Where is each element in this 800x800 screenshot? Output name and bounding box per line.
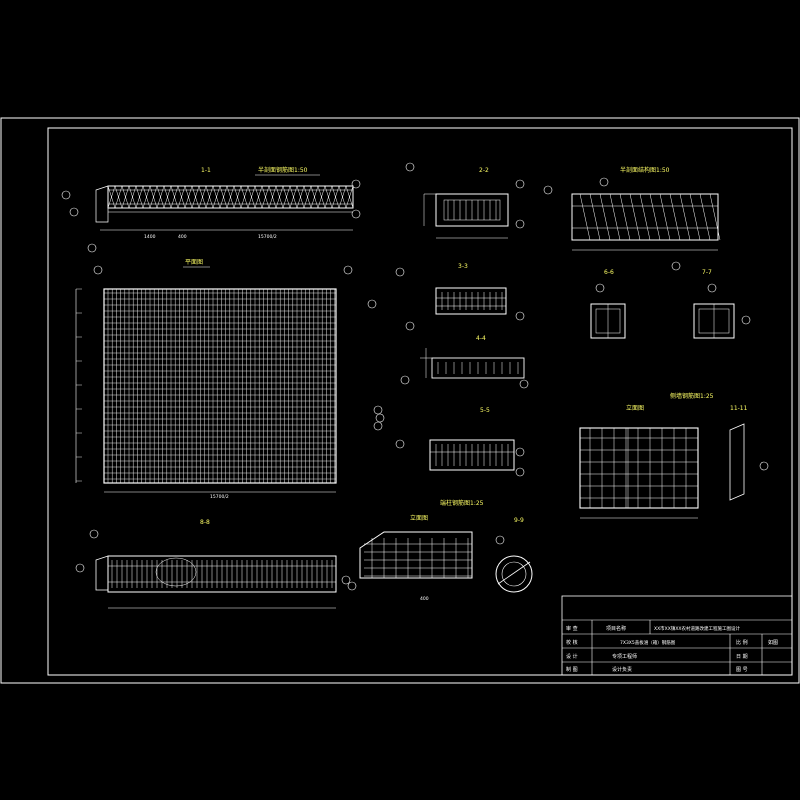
tb-row4-value: 设计负责 <box>612 666 632 673</box>
half-plan-view: 半剖面结构图1:50 <box>571 166 721 251</box>
dim-4: 15700/2 <box>210 494 229 500</box>
section-5-5-label: 5-5 <box>480 407 490 414</box>
section-7-7-label: 7-7 <box>702 269 712 276</box>
side-rebar-title: 侧墙钢筋图1:25 <box>670 392 714 400</box>
section-11-11-label: 11-11 <box>730 405 748 412</box>
dim-3: 15700/2 <box>258 234 277 240</box>
end-rebar-title: 端柱钢筋图1:25 <box>440 499 484 507</box>
tb-row2-value: 7X3X5盖板涵（箱）钢筋图 <box>620 639 676 646</box>
tb-row2-label: 校 核 <box>566 639 578 646</box>
title-block: 审 查 项目名称 XX市XX镇XX农村道路改建工程施工图设计 校 核 7X3X5… <box>561 595 793 676</box>
side-wall-rebar-view: 侧墙钢筋图1:25 立面图 11-11 <box>579 392 748 519</box>
section-6-6-label: 6-6 <box>604 269 614 276</box>
tb-row4-label: 制 图 <box>566 666 578 673</box>
section-3-3-view: 3-3 4-4 5-5 <box>420 263 525 471</box>
section-6-6-view: 6-6 7-7 <box>590 269 735 339</box>
section-8-8-label: 8-8 <box>200 519 210 526</box>
section-2-2-view: 2-2 <box>423 167 509 239</box>
outer-frame <box>0 117 800 684</box>
half-plan-title: 半剖面结构图1:50 <box>620 166 670 174</box>
tb-row1-item: 项目名称 <box>606 625 626 632</box>
elevation-view-label: 立面图 <box>626 404 644 412</box>
tb-row3-label: 设 计 <box>566 653 578 660</box>
tb-row2-scale-label: 比 例 <box>736 639 748 646</box>
end-column-rebar-view: 端柱钢筋图1:25 立面图 9-9 400 <box>359 499 533 602</box>
plan-view-title: 平面图 <box>185 259 203 266</box>
elevation-view-2-label: 立面图 <box>410 514 428 522</box>
inner-frame <box>47 127 793 676</box>
dim-2: 400 <box>178 234 187 240</box>
tb-row4-num-label: 图 号 <box>736 667 748 673</box>
section-4-4-label: 4-4 <box>476 335 486 342</box>
dim-1: 1400 <box>144 234 156 240</box>
tb-row3-date-label: 日 期 <box>736 654 748 660</box>
plan-view: 平面图 15700/2 <box>75 259 337 500</box>
dim-14: 400 <box>420 596 429 602</box>
section-9-9-label: 9-9 <box>514 517 524 524</box>
section-8-8-view: 8-8 <box>95 519 337 609</box>
section-2-2-label: 2-2 <box>479 167 489 174</box>
half-long-section-title: 半剖面钢筋图1:50 <box>258 166 308 174</box>
section-3-3-label: 3-3 <box>458 263 468 270</box>
section-1-1-label: 1-1 <box>201 167 211 174</box>
tb-row3-value: 专项工程师 <box>612 653 637 660</box>
half-long-section-view: 1-1 半剖面钢筋图1:50 1400 400 15700/2 <box>95 166 354 240</box>
tb-row2-scale-value: 如图 <box>768 639 778 646</box>
tb-row1-value: XX市XX镇XX农村道路改建工程施工图设计 <box>654 625 740 632</box>
tb-row1-label: 审 查 <box>566 625 578 632</box>
